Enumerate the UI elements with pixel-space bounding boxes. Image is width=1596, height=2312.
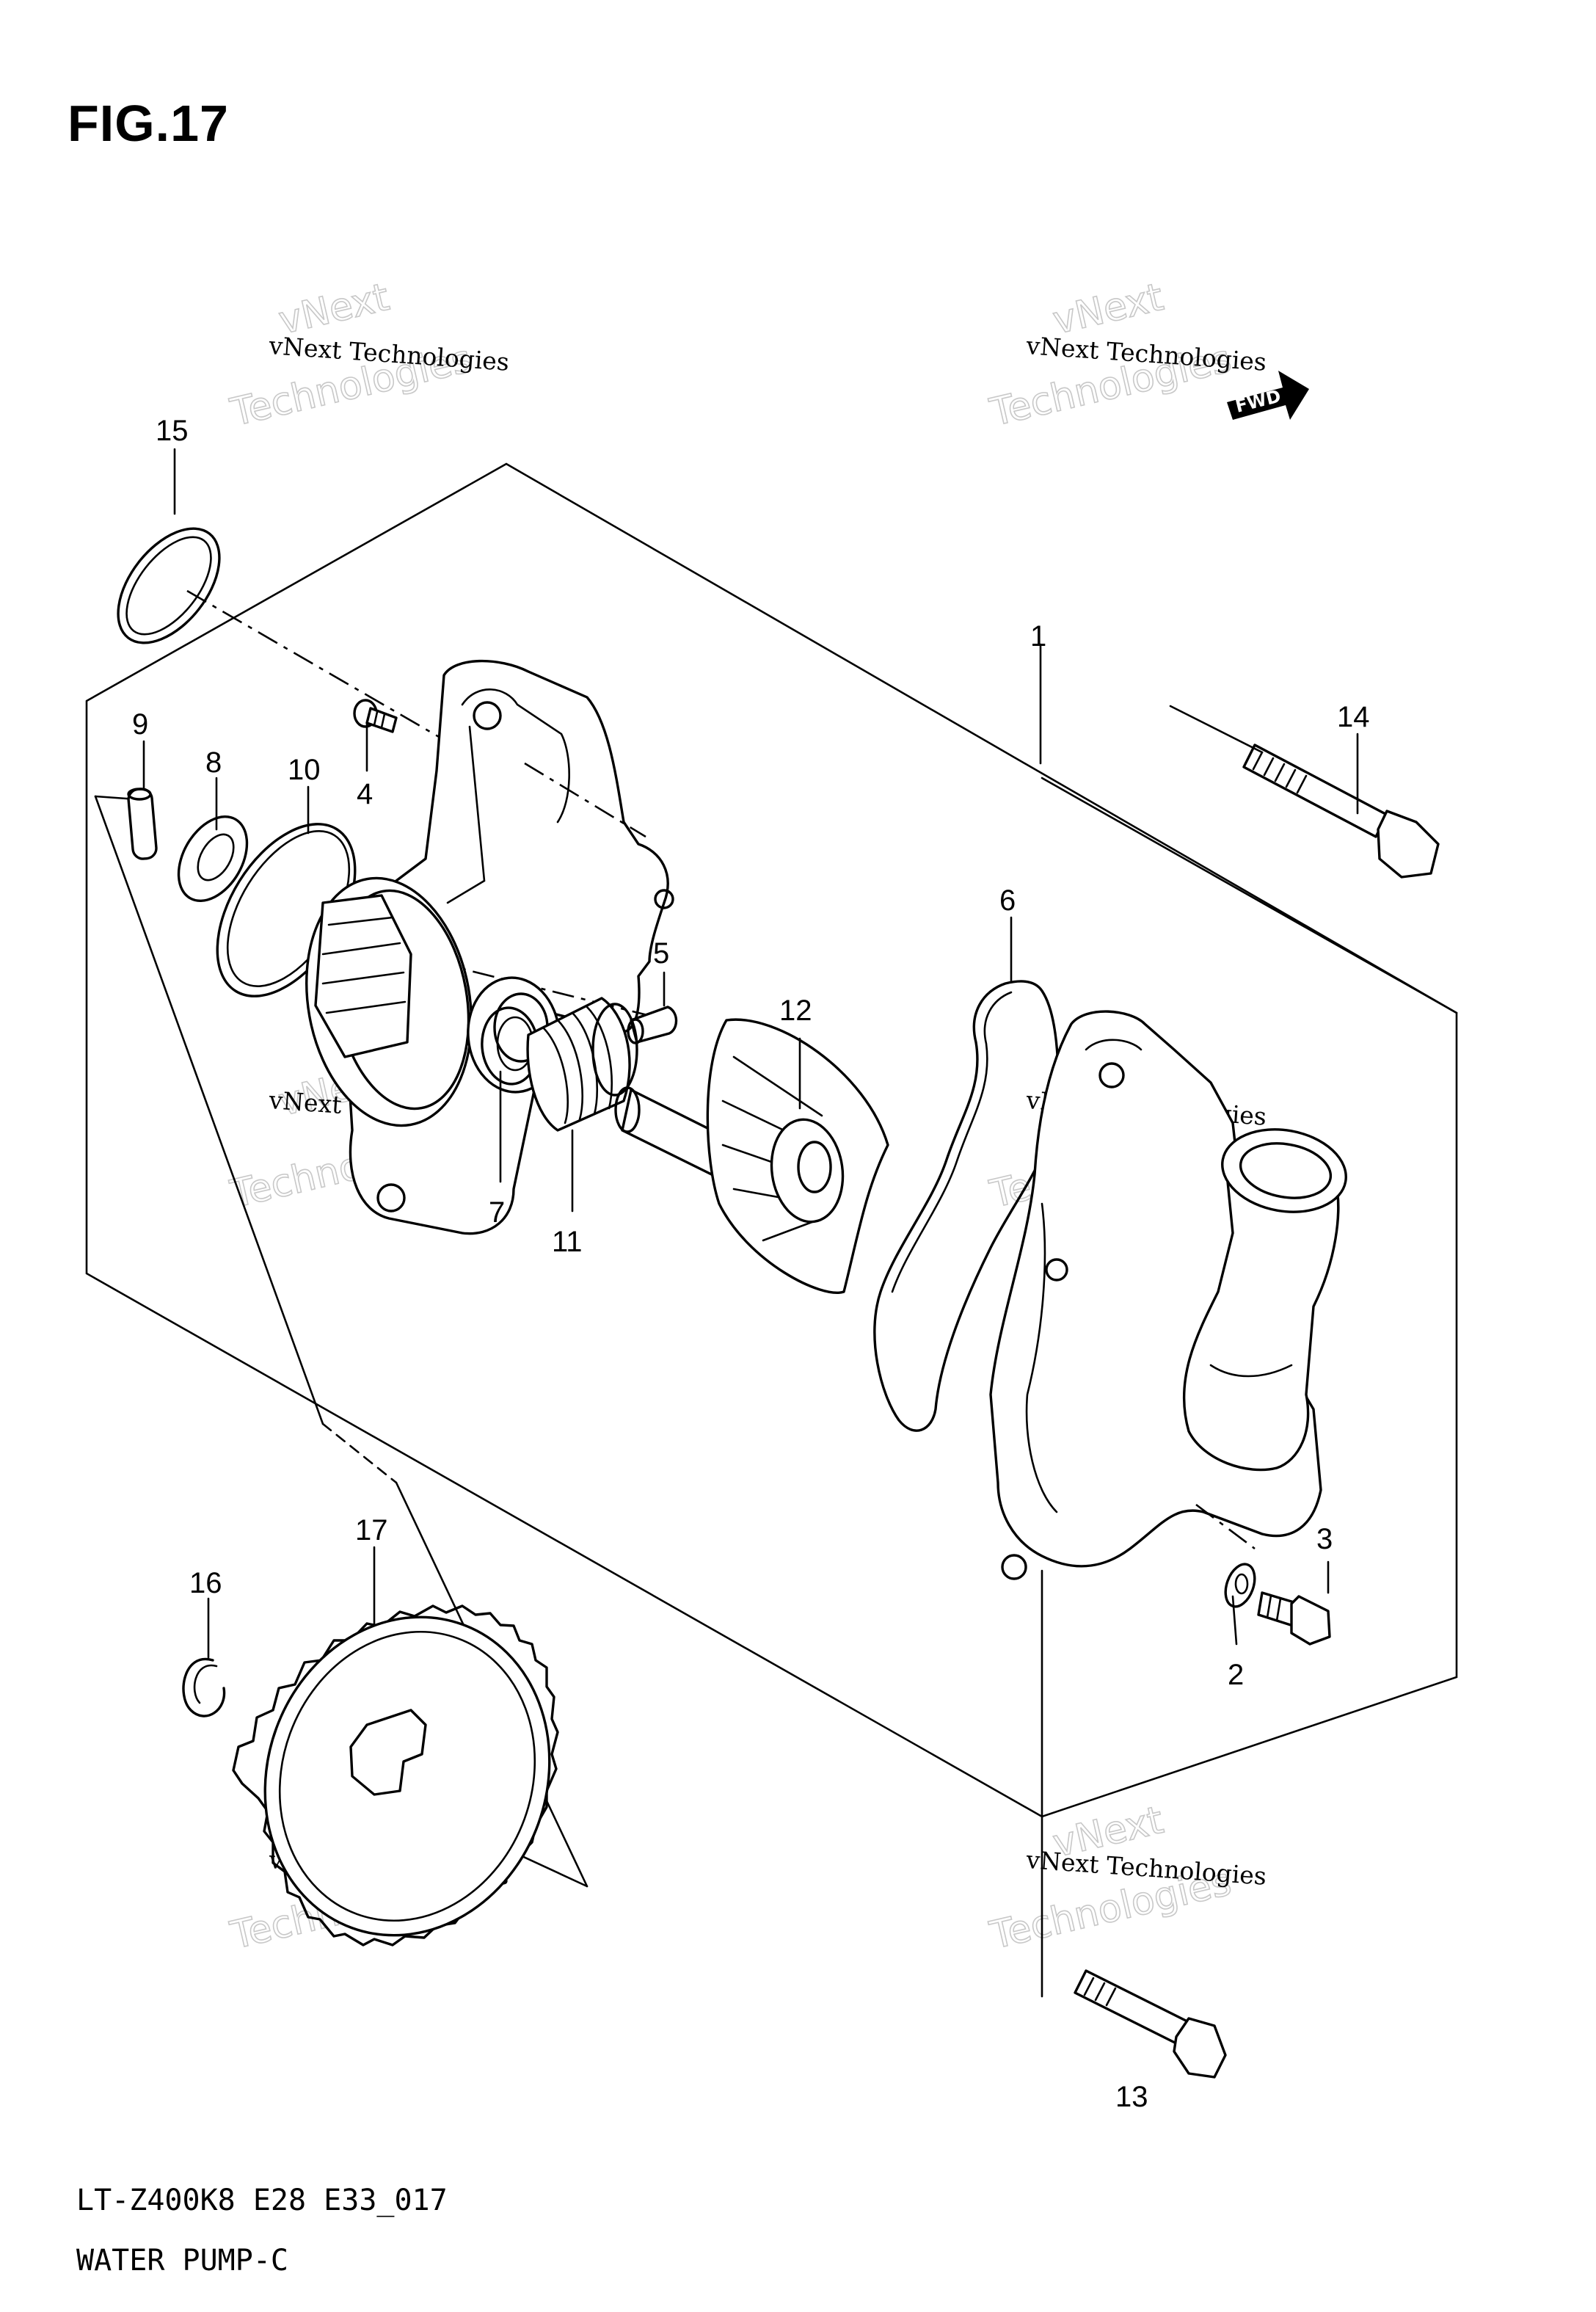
- callout-17: 17: [355, 1514, 388, 1546]
- callout-8: 8: [205, 746, 222, 779]
- diagram-name-label: WATER PUMP-C: [76, 2244, 288, 2278]
- callout-7: 7: [489, 1196, 505, 1229]
- part-5-pin: [627, 1006, 678, 1044]
- leader-line-14: [1169, 705, 1264, 754]
- callout-13: 13: [1115, 2081, 1148, 2113]
- assembly-boundary-box: [85, 462, 1458, 1818]
- callout-leaders: [142, 448, 1359, 1998]
- callout-10: 10: [288, 754, 321, 786]
- model-code-label: LT-Z400K8 E28 E33_017: [76, 2184, 448, 2217]
- callout-11: 11: [552, 1226, 583, 1258]
- part-14-long-bolt: [1242, 744, 1440, 879]
- part-15-o-ring: [117, 527, 221, 644]
- watermark-big-text: vNext: [1049, 275, 1167, 343]
- part-9-dowel-pin: [127, 788, 158, 860]
- callout-1: 1: [1030, 620, 1046, 652]
- part-17-gear: [232, 1604, 559, 1946]
- callout-5: 5: [653, 937, 669, 970]
- figure-title: FIG.17: [68, 95, 229, 152]
- part-12-impeller: [706, 1018, 889, 1294]
- part-8-washer: [177, 815, 249, 902]
- part-4-bolt: [353, 699, 398, 733]
- part-1-pump-cover: [989, 1010, 1347, 1580]
- part-11-mechanical-seal: [526, 997, 638, 1132]
- watermark-group-top-right: vNext Technologies vNext Technologies: [985, 275, 1268, 435]
- part-2-washer: [1224, 1563, 1256, 1608]
- callout-16: 16: [189, 1567, 222, 1599]
- watermark-group-bottom-right: vNext Technologies vNext Technologies: [985, 1797, 1268, 1958]
- callout-15: 15: [156, 415, 189, 447]
- leader-dash-15: [186, 589, 441, 739]
- callout-12: 12: [779, 995, 812, 1027]
- callout-labels: 1 2 3 4 5 6 7 8 9 10 11 12 13 14 15 16 1…: [132, 415, 1370, 2113]
- callout-6: 6: [999, 884, 1016, 917]
- callout-2: 2: [1228, 1659, 1244, 1691]
- callout-4: 4: [357, 778, 373, 810]
- fwd-direction-arrow: FWD: [1227, 371, 1309, 420]
- part-3-bolt: [1257, 1591, 1331, 1646]
- callout-9: 9: [132, 708, 148, 741]
- callout-14: 14: [1337, 701, 1370, 733]
- part-13-long-bolt: [1074, 1969, 1227, 2079]
- part-16-circlip: [182, 1657, 226, 1717]
- watermark-group-top-left: vNext Technologies vNext Technologies: [226, 275, 511, 435]
- callout-3: 3: [1316, 1523, 1333, 1555]
